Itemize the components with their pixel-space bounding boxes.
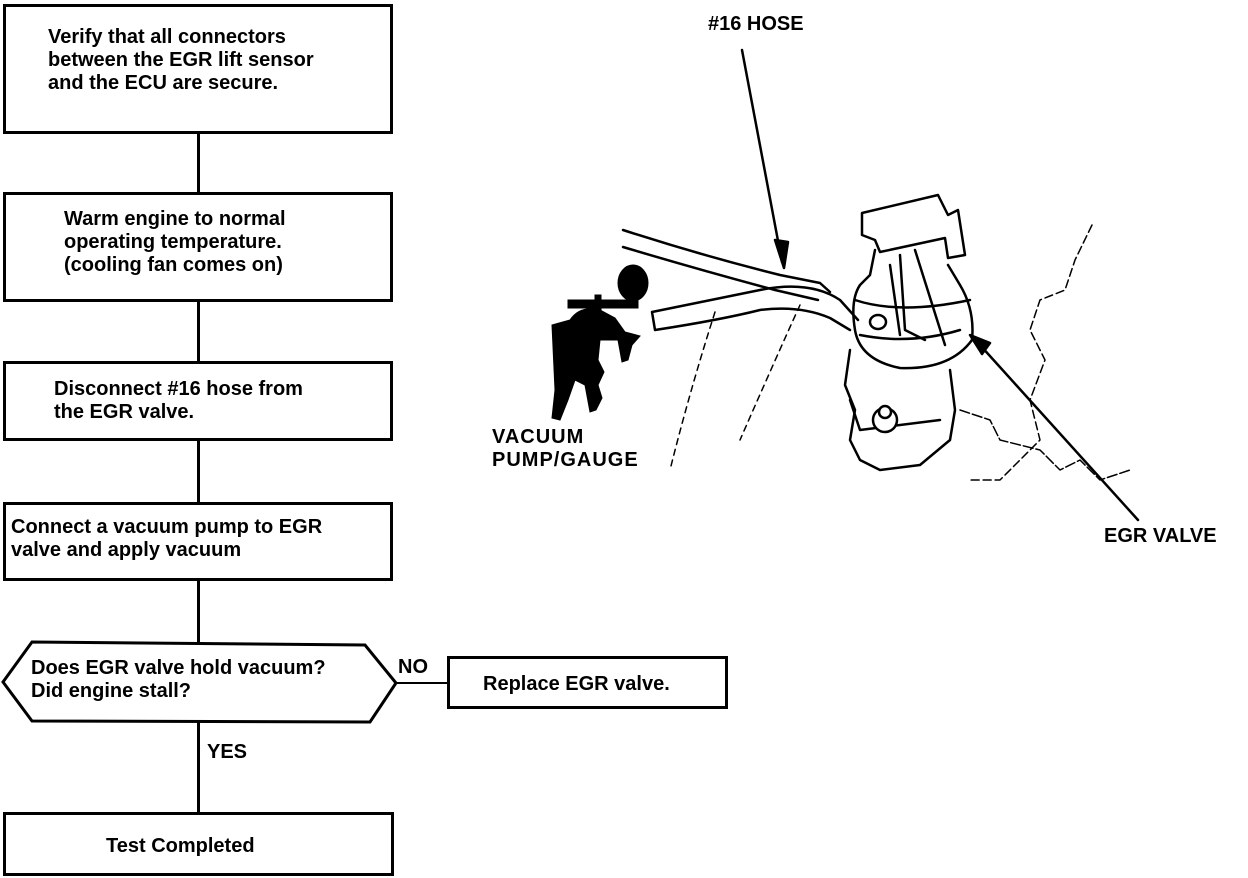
connector-verify-warm [197, 133, 200, 193]
hose-label: #16 HOSE [708, 13, 804, 35]
connector-decision-no [394, 682, 450, 684]
end-test-completed: Test Completed [3, 812, 394, 876]
step-verify-connectors-text: Verify that all connectors between the E… [48, 26, 314, 94]
decision-no-label: NO [398, 656, 428, 678]
decision-yes-label: YES [207, 741, 248, 763]
step-disconnect-hose: Disconnect #16 hose from the EGR valve. [3, 361, 393, 441]
decision-hexagon [1, 640, 398, 724]
egr-valve-label: EGR VALVE [1104, 525, 1217, 547]
connector-disconnect-connect [197, 440, 200, 504]
step-connect-pump: Connect a vacuum pump to EGR valve and a… [3, 502, 393, 581]
action-replace-egr-valve: Replace EGR valve. [447, 656, 728, 709]
action-replace-egr-valve-text: Replace EGR valve. [483, 673, 670, 695]
step-connect-pump-text: Connect a vacuum pump to EGR valve and a… [11, 516, 323, 561]
vacuum-pump-label: VACUUM PUMP/GAUGE [492, 426, 639, 471]
end-test-completed-text: Test Completed [106, 835, 255, 857]
step-warm-engine: Warm engine to normal operating temperat… [3, 192, 393, 302]
step-disconnect-hose-text: Disconnect #16 hose from the EGR valve. [54, 378, 303, 423]
connector-connect-decision [197, 580, 200, 642]
step-warm-engine-text: Warm engine to normal operating temperat… [64, 208, 286, 276]
decision-text: Does EGR valve hold vacuum? Did engine s… [31, 657, 326, 702]
step-verify-connectors: Verify that all connectors between the E… [3, 4, 393, 134]
connector-decision-end [197, 722, 200, 814]
connector-warm-disconnect [197, 302, 200, 362]
